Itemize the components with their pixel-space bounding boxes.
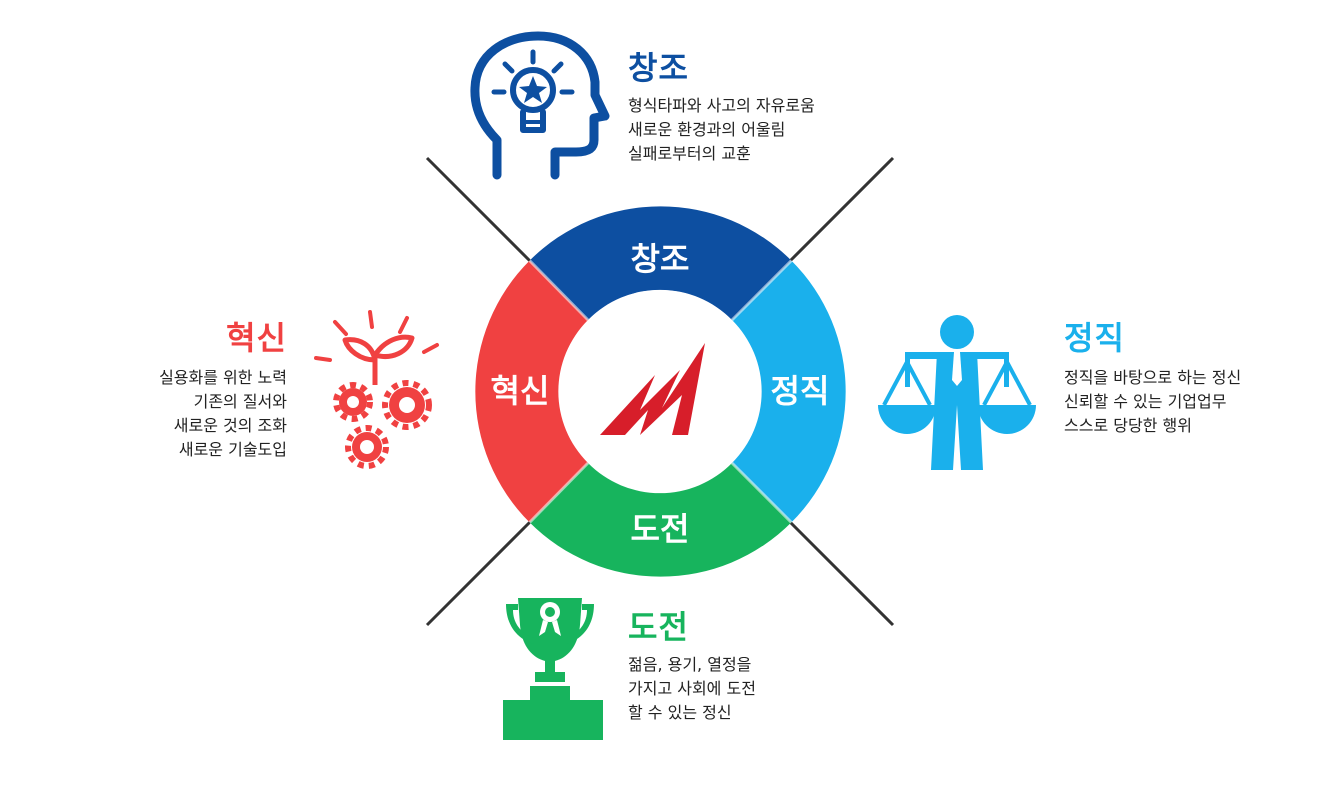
section-creation-title: 창조	[628, 49, 689, 87]
section-creation-line: 실패로부터의 교훈	[628, 144, 751, 163]
lightbulb-head-icon	[470, 31, 610, 180]
section-challenge-desc: 젊음, 용기, 열정을 가지고 사회에 도전 할 수 있는 정신	[628, 653, 756, 725]
section-challenge-line: 할 수 있는 정신	[628, 703, 732, 722]
section-creation: 창조 형식타파와 사고의 자유로움 새로운 환경과의 어울림 실패로부터의 교훈	[628, 48, 815, 166]
section-innovation-line: 새로운 것의 조화	[173, 416, 287, 435]
section-creation-desc: 형식타파와 사고의 자유로움 새로운 환경과의 어울림 실패로부터의 교훈	[628, 94, 815, 166]
ring-label-left: 혁신	[491, 372, 550, 410]
section-innovation-line: 실용화를 위한 노력	[159, 368, 287, 387]
section-integrity: 정직 정직을 바탕으로 하는 정신 신뢰할 수 있는 기업업무 스스로 당당한 …	[1064, 318, 1241, 438]
section-integrity-desc: 정직을 바탕으로 하는 정신 신뢰할 수 있는 기업업무 스스로 당당한 행위	[1064, 366, 1241, 438]
section-innovation-line: 새로운 기술도입	[178, 440, 287, 459]
section-innovation-line: 기존의 질서와	[193, 392, 287, 411]
justice-scale-person-icon	[878, 315, 1036, 470]
trophy-podium-icon	[503, 598, 603, 740]
section-integrity-line: 정직을 바탕으로 하는 정신	[1064, 368, 1242, 387]
section-challenge-line: 가지고 사회에 도전	[628, 679, 756, 698]
company-logo-icon	[600, 343, 705, 435]
line-bottom-right	[788, 520, 895, 627]
ring-label-right: 정직	[771, 372, 830, 410]
ring-segment-top	[529, 206, 792, 320]
line-top-left	[425, 156, 532, 263]
diagonal-lines	[425, 156, 895, 627]
star-icon	[519, 76, 547, 103]
section-integrity-title: 정직	[1064, 319, 1125, 357]
line-top-right	[788, 156, 895, 263]
ring-segment-left	[475, 260, 588, 523]
ring-segment-bottom	[529, 463, 792, 577]
ring-label-top: 창조	[631, 240, 690, 278]
ring-label-bottom: 도전	[631, 510, 690, 548]
section-creation-line: 새로운 환경과의 어울림	[628, 120, 786, 139]
section-challenge-title: 도전	[628, 608, 689, 646]
ring-segment-right	[732, 260, 846, 523]
section-innovation: 혁신 실용화를 위한 노력 기존의 질서와 새로운 것의 조화 새로운 기술도입	[159, 318, 287, 462]
section-creation-line: 형식타파와 사고의 자유로움	[628, 96, 815, 115]
section-challenge-line: 젊음, 용기, 열정을	[628, 655, 752, 674]
section-challenge: 도전 젊음, 용기, 열정을 가지고 사회에 도전 할 수 있는 정신	[628, 607, 756, 725]
line-bottom-left	[425, 520, 532, 627]
sprout-gears-icon	[314, 310, 439, 469]
section-integrity-line: 신뢰할 수 있는 기업업무	[1064, 392, 1227, 411]
section-innovation-title: 혁신	[226, 319, 287, 357]
section-innovation-desc: 실용화를 위한 노력 기존의 질서와 새로운 것의 조화 새로운 기술도입	[159, 366, 287, 462]
section-integrity-line: 스스로 당당한 행위	[1064, 416, 1192, 435]
